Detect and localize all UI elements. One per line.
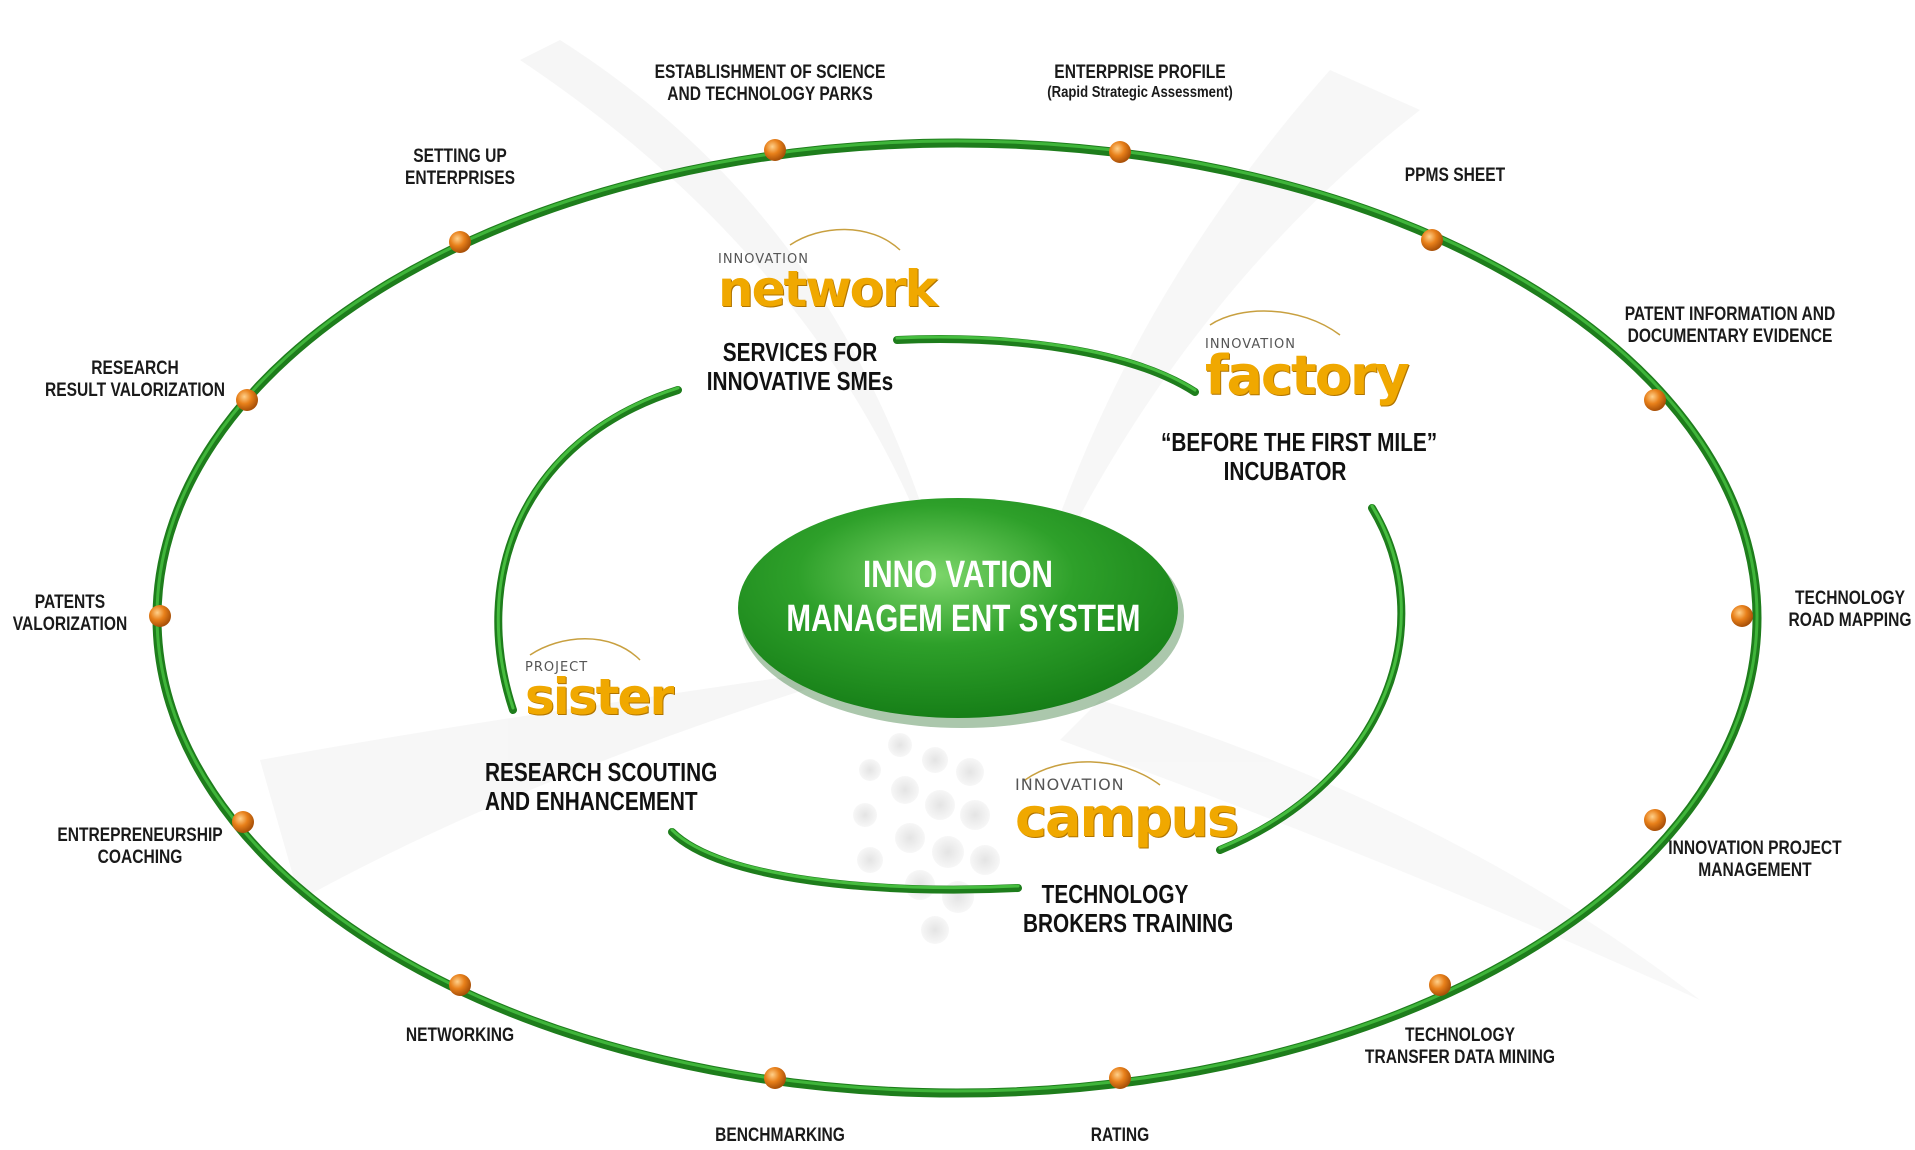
node-rating <box>1109 1067 1131 1089</box>
node-enterprise-profile <box>1109 141 1131 163</box>
node-patent-information <box>1644 389 1666 411</box>
background-swirl <box>260 40 1700 1000</box>
logo-swooshes <box>529 228 1341 786</box>
outer-nodes <box>149 139 1753 1089</box>
arc-network-to-factory <box>893 335 1199 396</box>
label-ppms-sheet: PPMS SHEET <box>1404 165 1506 186</box>
label-enterprise-profile: ENTERPRISE PROFILE(Rapid Strategic Asses… <box>1047 62 1233 102</box>
node-technology-transfer-data-mining <box>1429 974 1451 996</box>
node-patents-valorization <box>149 605 171 627</box>
logo-sister: PROJECT sister <box>525 660 674 726</box>
node-ppms-sheet <box>1421 229 1443 251</box>
center-ellipse <box>738 498 1178 718</box>
logo-network: INNOVATION network <box>718 252 938 318</box>
node-setting-up-enterprises <box>449 231 471 253</box>
dot-field <box>853 733 1000 944</box>
label-benchmarking: BENCHMARKING <box>715 1125 845 1146</box>
inner-arcs <box>494 335 1406 894</box>
node-innovation-project-management <box>1644 809 1666 831</box>
node-technology-road-mapping <box>1731 605 1753 627</box>
node-research-result-valorization <box>236 389 258 411</box>
node-establishment <box>764 139 786 161</box>
logo-factory: INNOVATION factory <box>1205 337 1410 407</box>
node-networking <box>449 974 471 996</box>
logo-campus: INNOVATION campus <box>1015 775 1239 849</box>
node-entrepreneurship-coaching <box>232 811 254 833</box>
node-benchmarking <box>764 1067 786 1089</box>
label-rating: RATING <box>1090 1125 1150 1146</box>
label-networking: NETWORKING <box>405 1025 515 1046</box>
module-factory-text: “BEFORE THE FIRST MILE”INCUBATOR <box>1161 427 1438 486</box>
arc-campus-to-sister <box>668 828 1022 894</box>
